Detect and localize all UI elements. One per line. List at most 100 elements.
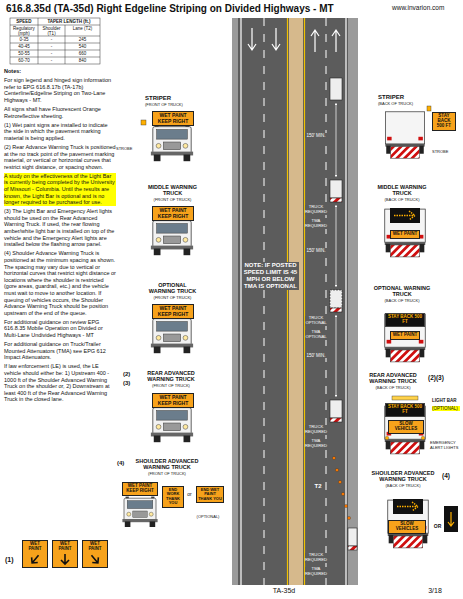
sign: END WET PAINT THANK YOU <box>196 486 224 503</box>
sign-text: WET PAINT <box>54 542 76 552</box>
note-text: For sign legend and hinged sign informat… <box>4 77 116 103</box>
label: (FRONT OF TRUCK) <box>145 198 200 203</box>
label: 150' MIN. <box>305 248 327 253</box>
notes-column: Notes: For sign legend and hinged sign in… <box>4 68 116 405</box>
sign: STAY BACK 500 FT <box>432 112 456 131</box>
drawing-part <box>348 546 357 550</box>
drawing-part <box>151 219 193 255</box>
drawing-part <box>65 25 66 64</box>
sign-text: WET PAINT <box>392 232 418 237</box>
drawing-part <box>332 30 340 52</box>
note-text: Notes: <box>4 68 116 75</box>
label: (BACK OF TRUCK) <box>360 386 426 391</box>
label: (OPTIONAL) <box>188 515 228 520</box>
sign-text: WET PAINT KEEP RIGHT <box>124 484 156 494</box>
label: (FRONT OF TRUCK) <box>145 103 205 108</box>
sign: WET PAINT KEEP RIGHT <box>152 393 194 408</box>
sign-text: WET PAINT KEEP RIGHT <box>154 395 192 406</box>
sign: WET PAINT <box>22 540 48 568</box>
sign-text: SLOW VEHICLES <box>390 522 424 532</box>
label: - <box>38 37 65 42</box>
label: (BACK OF TRUCK) <box>368 484 438 489</box>
sign: WET PAINT <box>390 331 420 340</box>
drawing-part <box>336 104 337 176</box>
drawing-part <box>304 18 305 585</box>
arrow-symbol <box>58 553 72 566</box>
label: 40-45 <box>10 44 38 49</box>
drawing-part <box>385 112 424 158</box>
road-vehicles <box>330 78 357 550</box>
label: MIDDLE WARNING TRUCK <box>145 184 200 197</box>
sign: SLOW VEHICLES <box>388 420 424 434</box>
drawing-part <box>330 198 342 202</box>
drawing-part <box>397 502 418 511</box>
label: TRUCK OPTIONAL <box>305 316 327 326</box>
label: REAR ADVANCED WARNING TRUCK <box>140 370 202 383</box>
label: TAPER LENGTH (ft.) <box>38 19 100 24</box>
drawing-part <box>448 512 454 526</box>
label: EMERGENCY ALERT LIGHTS <box>430 441 460 450</box>
label: TRUCK REQUIRED <box>305 425 327 435</box>
drawing-part <box>240 18 241 585</box>
label: 840 <box>65 58 100 63</box>
note-text: All signs shall have Fluorescent Orange … <box>4 106 116 119</box>
arrow-symbol <box>88 553 102 566</box>
label: TMA REQUIRED <box>305 219 327 229</box>
sign-text: END WET PAINT THANK YOU <box>198 488 222 501</box>
drawing-part <box>264 18 265 585</box>
label: TA-35d <box>262 587 306 595</box>
label: STRIPER <box>378 94 428 101</box>
label: (OPTIONAL) <box>432 406 460 411</box>
title: 616.8.35d (TA-35d) Right Edgeline Stripi… <box>6 3 334 15</box>
label: 60-70 <box>10 58 38 63</box>
drawing-part <box>393 499 423 514</box>
label: REAR ADVANCED WARNING TRUCK <box>360 372 426 385</box>
drawing-part <box>335 468 338 471</box>
drawing-part <box>232 18 238 585</box>
label: 0-35 <box>10 37 38 42</box>
drawing-part <box>287 18 288 585</box>
label: (2)(3) <box>428 374 458 381</box>
drawing-part <box>326 18 327 585</box>
label: SHOULDER ADVANCED WARNING TRUCK <box>368 470 438 483</box>
label: STROBE <box>116 147 142 152</box>
note-text: (1) Wet paint signs are installed to ind… <box>4 122 116 142</box>
drawing-part <box>38 18 39 64</box>
label: (BACK OF TRUCK) <box>372 198 432 203</box>
sign-text: STAY BACK 500 FT <box>387 315 423 325</box>
drawing-part <box>151 317 193 353</box>
sign: WET PAINT KEEP RIGHT <box>152 206 194 221</box>
drawing-part <box>394 211 415 220</box>
label: MIDDLE WARNING TRUCK <box>372 184 432 197</box>
highlighted-note: A study on the effectiveness of the Ligh… <box>4 173 116 206</box>
label: (4) <box>442 472 457 479</box>
arrow-board-message: STAY BACK 500 FT <box>385 403 425 417</box>
label: STROBE <box>432 150 458 155</box>
sign-text: END WORK THANK YOU <box>164 488 182 506</box>
label: (FRONT OF TRUCK) <box>145 296 200 301</box>
label: (2) <box>123 371 138 378</box>
drawing-part <box>448 512 454 526</box>
drawing-part <box>330 180 342 198</box>
note-text: For additional guidance on review EPG 61… <box>4 319 116 339</box>
drawing-part <box>332 456 335 459</box>
label: OPTIONAL WARNING TRUCK <box>372 285 432 298</box>
label: - <box>38 58 65 63</box>
label: - <box>38 51 65 56</box>
note-text: (2) Rear Advance Warning Truck is positi… <box>4 144 116 170</box>
drawing-part <box>385 436 389 440</box>
sign-text: WET PAINT KEEP RIGHT <box>154 113 192 124</box>
drawing-part <box>238 18 348 585</box>
arrow-board-message: STAY BACK 500 FT <box>385 313 425 327</box>
sign: WET PAINT KEEP RIGHT <box>122 482 158 496</box>
drawing-part <box>336 206 337 286</box>
arrow-symbol <box>88 553 101 566</box>
drawing-part <box>272 28 280 50</box>
drawing-part <box>122 497 157 527</box>
drawing-part <box>421 436 425 440</box>
note-text: (3) The Light Bar and Emergency Alert li… <box>4 208 116 248</box>
drawing-part <box>345 18 346 585</box>
label: STRIPER <box>145 95 205 102</box>
label: 150' MIN. <box>305 133 327 138</box>
sign-text: WET PAINT <box>84 542 106 552</box>
